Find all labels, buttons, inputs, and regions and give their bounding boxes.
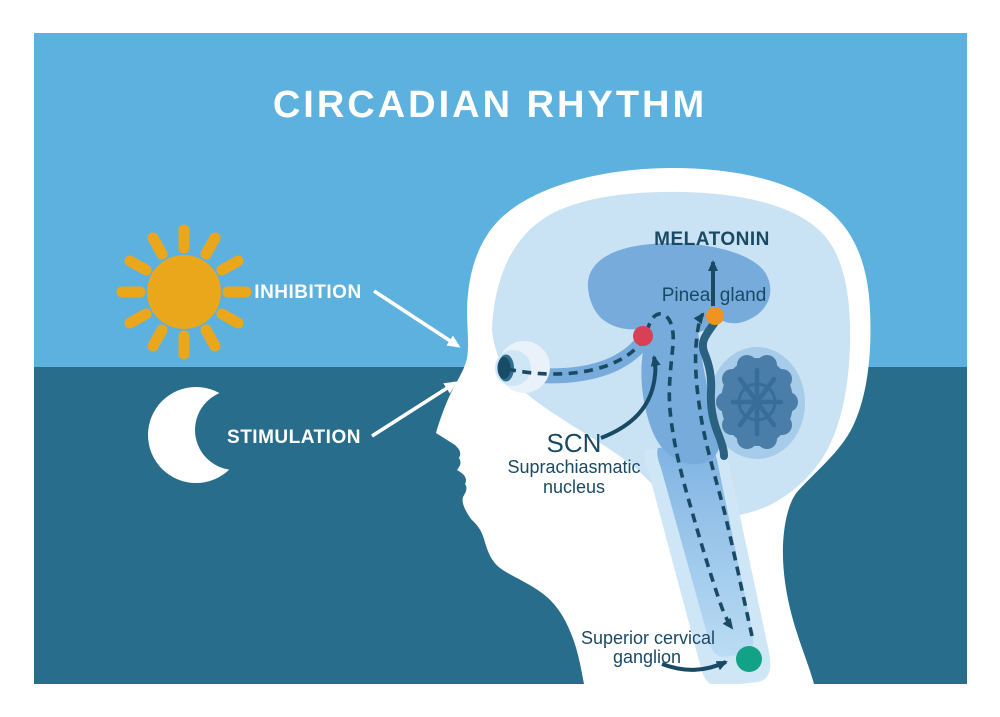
ganglion-dot xyxy=(736,646,762,672)
retina-to-ganglion-pathway xyxy=(506,312,734,630)
ganglion-label-line2: ganglion xyxy=(613,647,681,667)
pineal-dot xyxy=(706,307,724,325)
thalamus xyxy=(587,243,771,342)
inhibition-label: INHIBITION xyxy=(254,282,361,303)
scn-dot xyxy=(633,326,653,346)
eye xyxy=(495,341,550,393)
scn-name-line2: nucleus xyxy=(543,477,605,497)
cerebellum xyxy=(716,355,798,449)
stimulation-arrow xyxy=(371,381,458,438)
cerebellum-folds xyxy=(730,367,784,437)
scn-name-line1: Suprachiasmatic xyxy=(507,457,640,477)
ganglion-label-line1: Superior cervical xyxy=(581,628,715,648)
pupil xyxy=(497,357,511,379)
brainstem xyxy=(641,330,720,465)
scn-arrow xyxy=(600,355,661,440)
melatonin-label: MELATONIN xyxy=(654,229,770,250)
pineal-label: Pineal gland xyxy=(662,285,767,306)
stimulation-label: STIMULATION xyxy=(227,427,361,448)
sun-icon xyxy=(116,224,252,360)
page-title: CIRCADIAN RHYTHM xyxy=(273,84,707,126)
pineal-stalk xyxy=(698,318,728,460)
inhibition-arrow xyxy=(373,289,461,348)
moon-icon xyxy=(148,387,275,483)
scn-abbr-label: SCN xyxy=(547,428,602,458)
ganglion-arrow xyxy=(661,660,728,672)
